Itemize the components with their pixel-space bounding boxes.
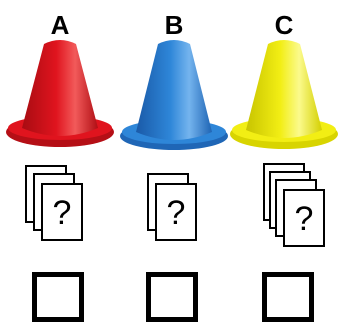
blue-cone-icon — [118, 36, 230, 166]
yellow-cone-icon — [228, 36, 338, 166]
card-stack-c: ? — [228, 160, 338, 260]
card-question-mark-c: ? — [295, 200, 314, 238]
card-question-mark-a: ? — [53, 194, 72, 232]
answer-box-b[interactable] — [146, 272, 198, 322]
card-stack-a: ? — [4, 160, 116, 260]
card-question-mark-b: ? — [167, 194, 186, 232]
cone-column-a: A ? — [4, 0, 116, 325]
cone-column-c: C ? — [228, 0, 338, 325]
red-cone-icon — [4, 36, 116, 166]
cone-column-b: B ? — [118, 0, 230, 325]
card-stack-b: ? — [118, 160, 230, 260]
answer-box-a[interactable] — [32, 272, 84, 322]
answer-box-c[interactable] — [262, 272, 314, 322]
